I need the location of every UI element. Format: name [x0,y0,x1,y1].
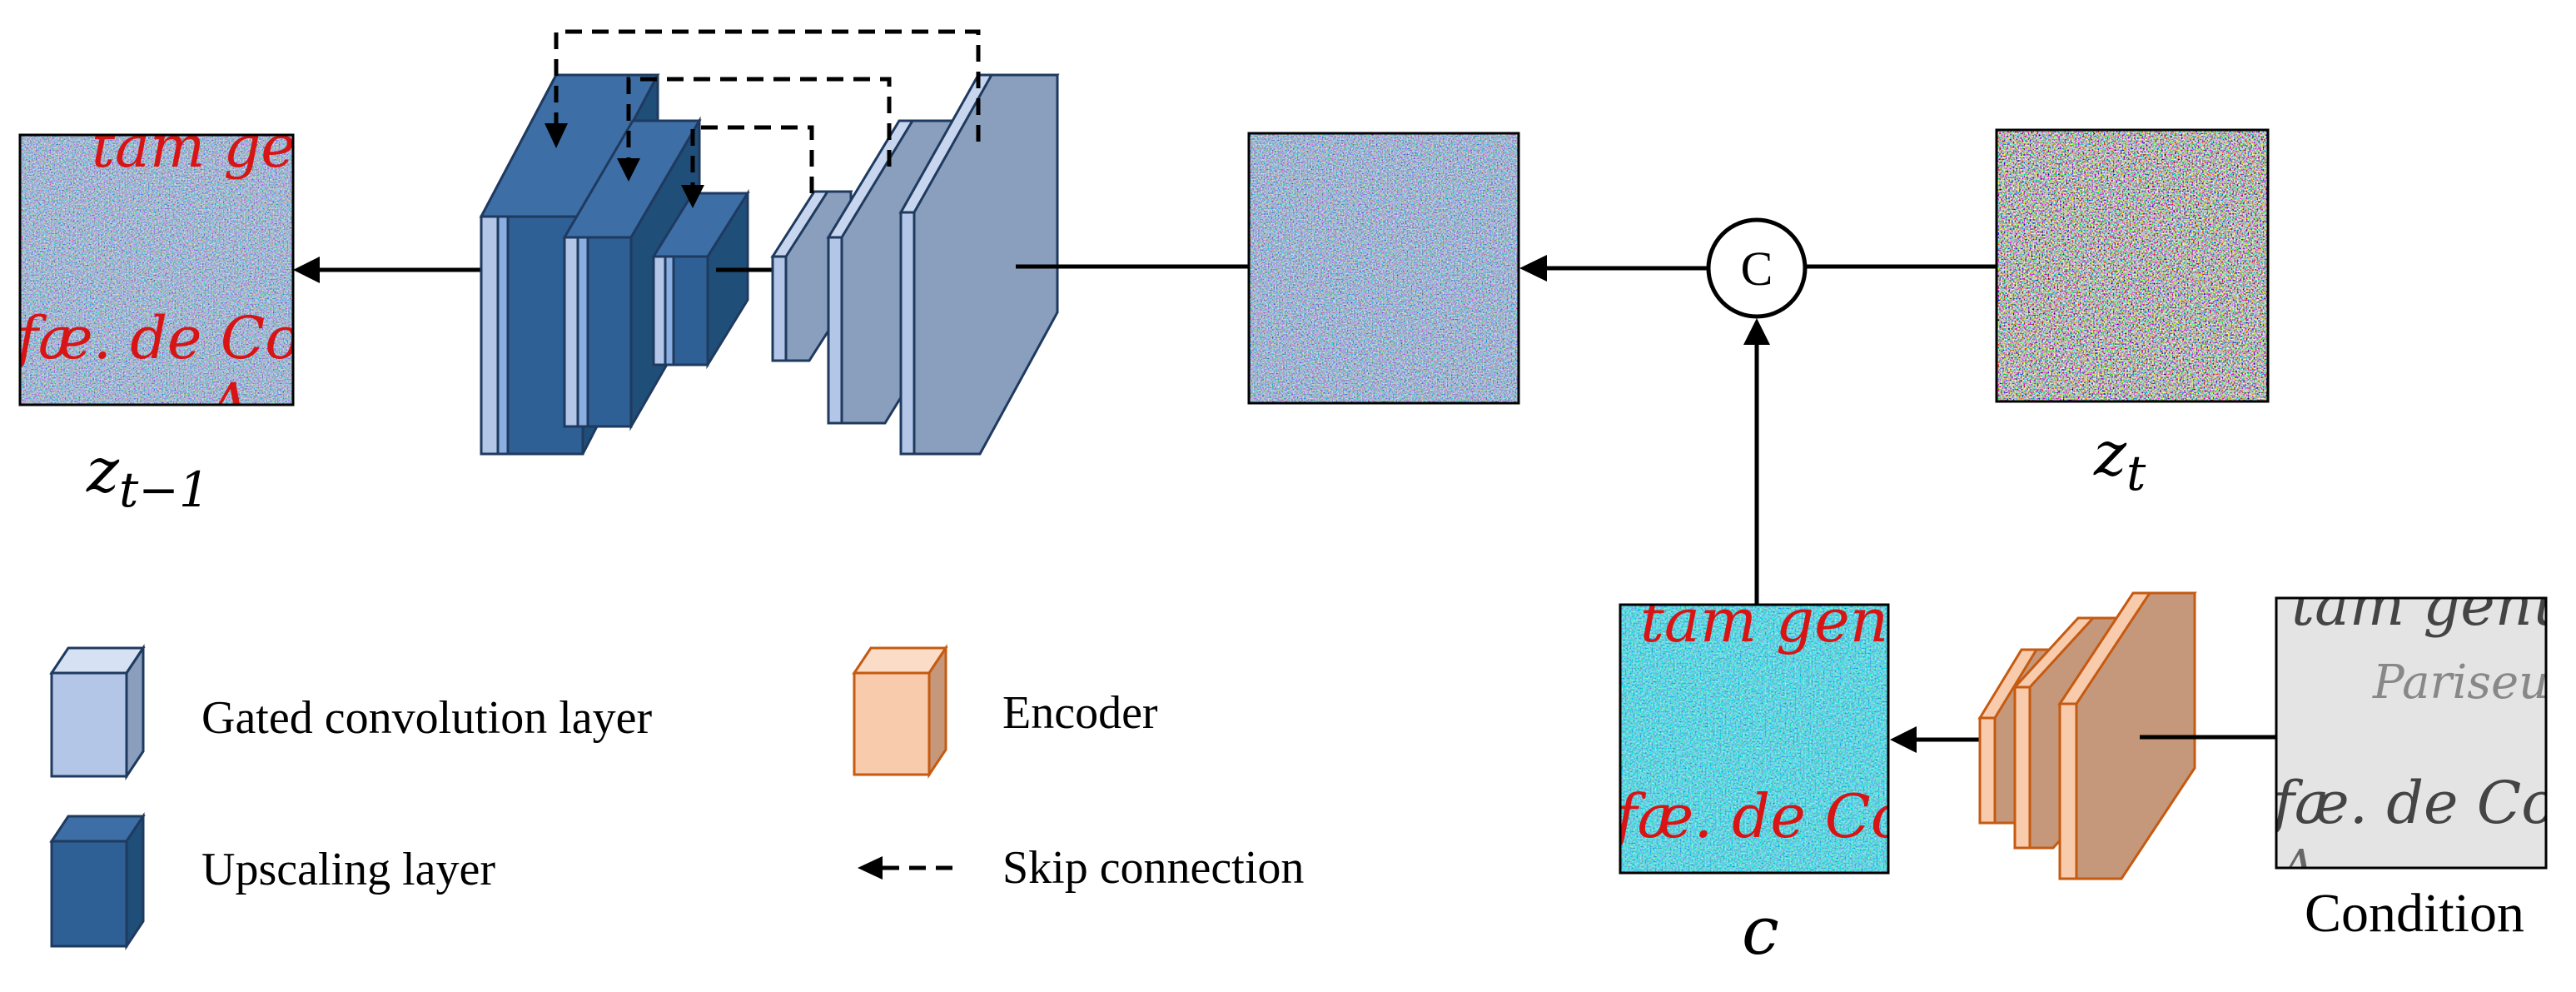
legend-encoder-label: Encoder [1002,687,1158,739]
skip-connections [554,29,981,193]
skip-arrowhead-1 [545,123,568,148]
legend-upscaling-icon [49,812,146,950]
encoder-blocks [1977,591,2197,880]
gated-conv-block-3 [898,73,1060,456]
upscaling-block-3 [651,188,750,370]
handwriting-line: tam genus [92,112,400,181]
concat-arrowhead [1519,255,1547,282]
legend: Gated convolution layer Upscaling layer … [49,644,1304,950]
condition-image: tam genus Pariseul fæ. de Colo A [2269,571,2576,895]
handwriting-line: fæ. de Colo [12,304,354,372]
concat-node: C [1706,217,1808,319]
unet-decoder-blocks [479,29,1249,456]
legend-gated-conv-label: Gated convolution layer [201,692,653,744]
handwriting-line: tam genus [1640,586,1957,656]
handwriting-line: fæ. de Colo [1611,781,1962,851]
concatenated-input-image [1247,132,1520,405]
handwriting-line: A [203,371,251,439]
z-t-minus-1-image: tam genus fæ. de Colo A [12,112,400,439]
handwriting-line: tam genus [2291,571,2576,639]
handwriting-line: fæ. de Colo [2269,769,2576,837]
z-t-image [1995,128,2270,403]
legend-encoder-icon [852,644,948,779]
encoder-block-3 [2057,591,2197,880]
concat-symbol: C [1741,242,1773,296]
legend-gated-conv-icon [49,644,146,780]
output-arrowhead [293,257,320,283]
legend-skip-label: Skip connection [1002,842,1304,894]
handwriting-line: A [2277,840,2315,895]
encoder-arrowhead [1890,726,1917,753]
skip-connection-2 [626,77,892,167]
legend-skip-icon [858,856,957,880]
skip-connection-1 [554,29,981,142]
encoded-condition-image: tam genus fæ. de Colo [1611,586,1962,875]
c-label: c [1742,892,1779,970]
z-t-minus-1-label: zt−1 [86,435,210,518]
skip-arrowhead-2 [617,158,640,182]
z-t-label: zt [2093,418,2146,501]
skip-connection-3 [690,125,814,193]
skip-arrowhead-3 [681,185,704,208]
condition-up-arrowhead [1743,318,1770,345]
handwriting-line: Pariseul [2372,656,2564,710]
condition-label: Condition [2305,883,2524,944]
legend-upscaling-label: Upscaling layer [201,844,495,895]
